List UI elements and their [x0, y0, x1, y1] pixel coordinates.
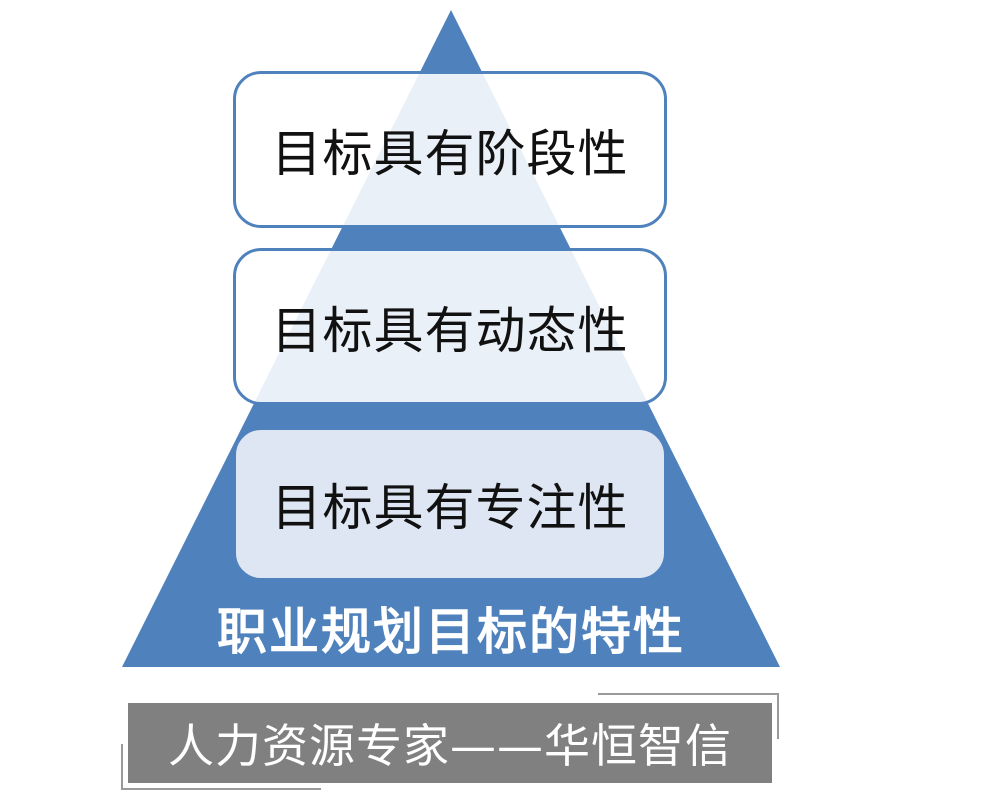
pyramid-title: 职业规划目标的特性	[217, 603, 685, 661]
pyramid-level-middle: 目标具有动态性	[233, 248, 667, 405]
footer-banner: 人力资源专家——华恒智信	[128, 703, 772, 783]
pyramid-level-top: 目标具有阶段性	[233, 71, 667, 228]
banner-frame-right-line	[777, 693, 779, 739]
level-label: 目标具有专注性	[271, 479, 629, 537]
level-label: 目标具有动态性	[271, 301, 629, 360]
pyramid-level-bottom: 目标具有专注性	[233, 427, 667, 581]
level-label: 目标具有阶段性	[271, 124, 629, 183]
banner-frame-left-line	[121, 744, 123, 790]
footer-text: 人力资源专家——华恒智信	[168, 719, 732, 773]
banner-frame-bottom-line	[121, 788, 321, 790]
banner-frame-top-line	[598, 693, 778, 695]
